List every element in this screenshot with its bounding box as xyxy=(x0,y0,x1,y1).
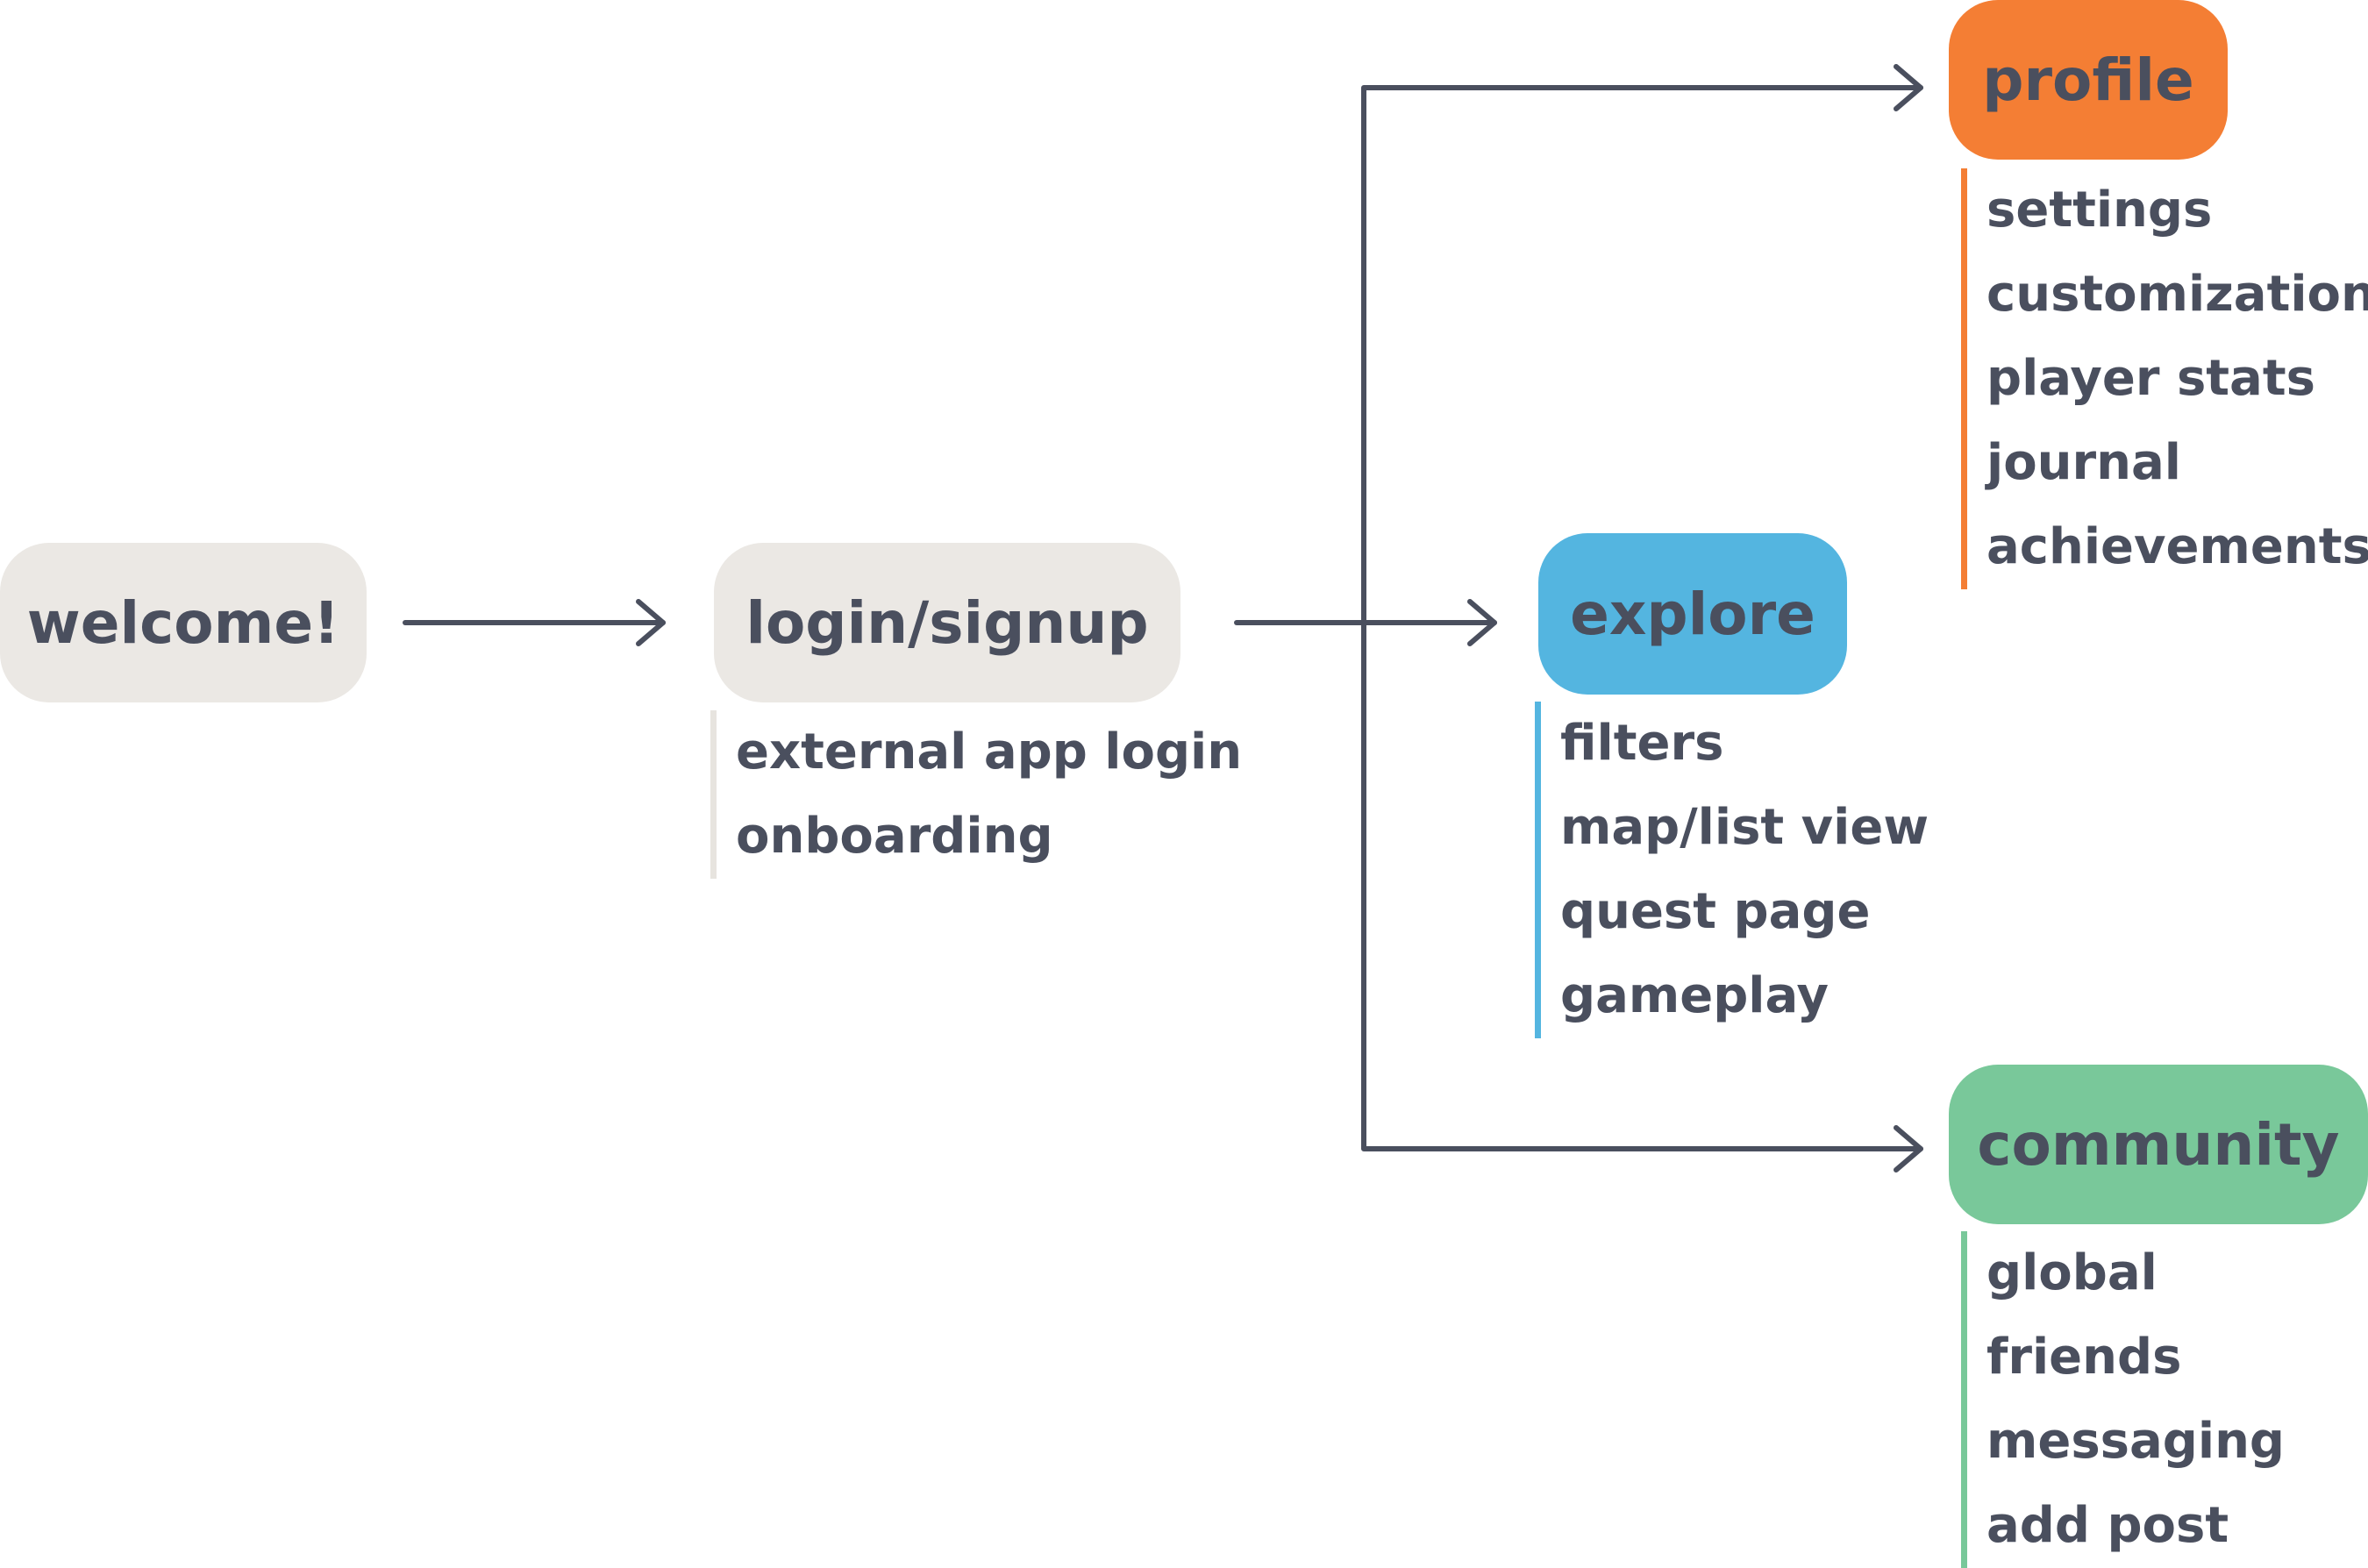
sublist-item: player stats xyxy=(1986,350,2315,407)
profile-node: profile xyxy=(1949,0,2228,160)
login-signup-node-label: login/signup xyxy=(745,588,1149,657)
community-node: community xyxy=(1949,1065,2368,1224)
profile-sublist: settings customization player stats jour… xyxy=(1961,168,2368,589)
sublist-item: friends xyxy=(1986,1329,2182,1386)
sublist-item: global xyxy=(1986,1244,2158,1301)
sublist-item: journal xyxy=(1986,434,2182,491)
sublist-item: external app login xyxy=(736,723,1243,780)
sublist-item: customization xyxy=(1986,266,2368,323)
arrowhead-community xyxy=(1894,1125,1923,1172)
arrowhead-explore xyxy=(1467,599,1497,646)
arrowhead-login xyxy=(636,599,666,646)
welcome-node-label: welcome! xyxy=(26,588,340,657)
edge-branch-trunk xyxy=(1361,85,1923,625)
community-node-label: community xyxy=(1977,1110,2340,1179)
sublist-item: messaging xyxy=(1986,1413,2286,1470)
sublist-item: onboarding xyxy=(736,808,1053,865)
community-sublist: global friends messaging add post xyxy=(1961,1231,2364,1568)
login-signup-node: login/signup xyxy=(714,543,1180,702)
sublist-item: map/list view xyxy=(1560,799,1929,856)
explore-node: explore xyxy=(1538,533,1847,695)
sublist-item: achievements xyxy=(1986,518,2368,575)
sublist-item: gameplay xyxy=(1560,967,1829,1024)
explore-node-label: explore xyxy=(1570,580,1815,648)
sublist-item: settings xyxy=(1986,182,2213,239)
welcome-node: welcome! xyxy=(0,543,367,702)
arrowhead-profile xyxy=(1894,64,1923,111)
profile-node-label: profile xyxy=(1982,46,2194,114)
sublist-item: add post xyxy=(1986,1497,2229,1554)
edge-branch-down xyxy=(1361,620,1923,1151)
login-signup-sublist: external app login onboarding xyxy=(710,710,1243,879)
sublist-item: filters xyxy=(1560,715,1724,772)
sublist-item: quest page xyxy=(1560,883,1871,940)
explore-sublist: filters map/list view quest page gamepla… xyxy=(1535,702,1938,1038)
